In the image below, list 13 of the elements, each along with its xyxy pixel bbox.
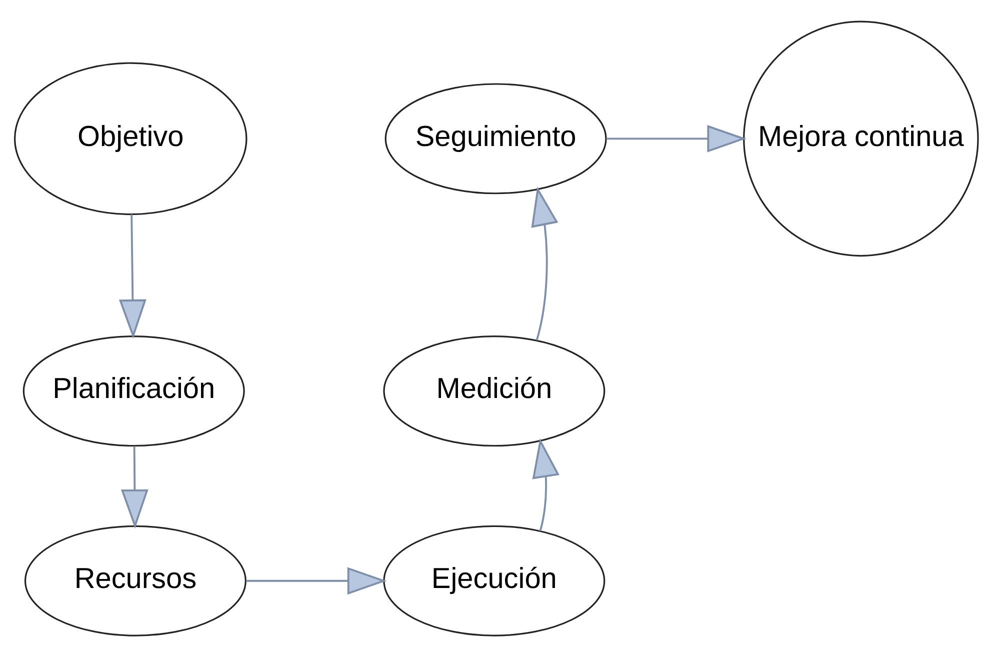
node-ellipse: Objetivo [14,62,248,216]
arrow [118,214,146,339]
arrow [532,438,560,532]
arrow [606,124,746,152]
node-ellipse: Seguimiento [384,83,607,194]
node-ellipse: Medición [383,336,606,447]
node-ellipse: Recursos [24,525,246,636]
arrow [246,567,387,595]
arrow [531,186,558,341]
arrow [120,446,148,529]
node-ellipse: Ejecución [383,525,606,636]
node-circle: Mejora continua [743,20,979,257]
node-ellipse: Planificación [22,336,245,447]
